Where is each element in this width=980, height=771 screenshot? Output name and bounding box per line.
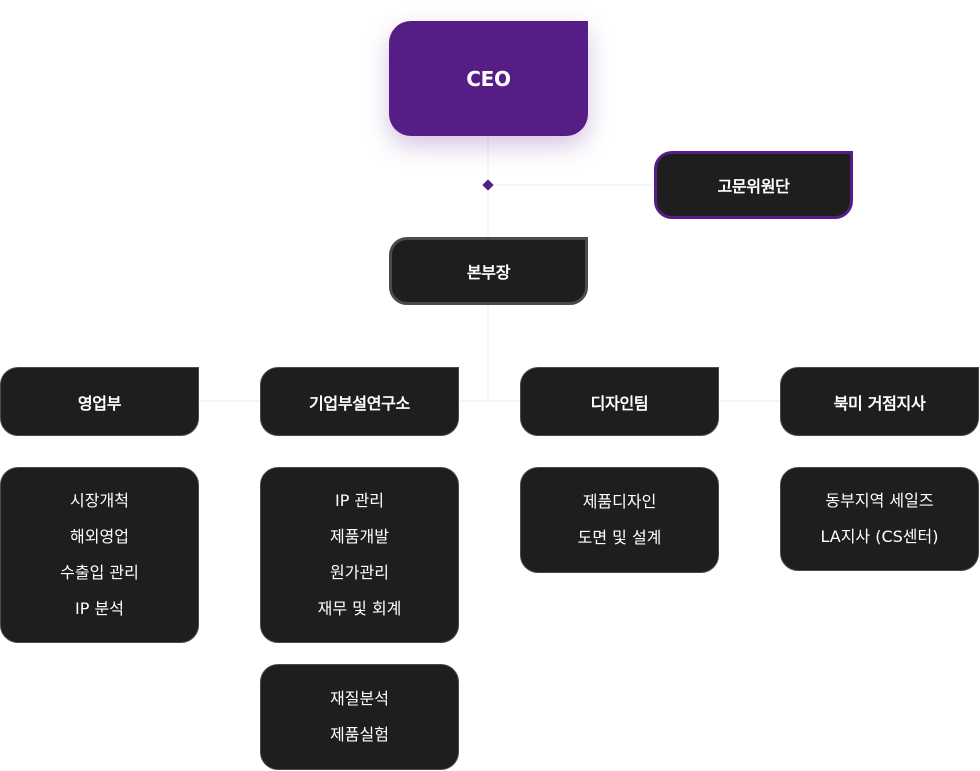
task-item: 도면 및 설계 bbox=[577, 528, 662, 547]
task-item: 제품실험 bbox=[330, 725, 389, 744]
task-item: 해외영업 bbox=[70, 527, 129, 546]
headquarters-box: 본부장 bbox=[389, 237, 588, 305]
headquarters-label: 본부장 bbox=[466, 263, 511, 282]
task-item: LA지사 (CS센터) bbox=[820, 527, 939, 546]
dept-na-branch-tasks: 동부지역 세일즈 LA지사 (CS센터) bbox=[780, 467, 979, 571]
dept-sales-label: 영업부 bbox=[77, 393, 122, 413]
dept-research-tasks: IP 관리 제품개발 원가관리 재무 및 회계 bbox=[260, 467, 459, 643]
task-item: 재질분석 bbox=[330, 689, 389, 708]
dept-na-branch-box: 북미 거점지사 bbox=[780, 367, 979, 436]
dept-design-label: 디자인팀 bbox=[590, 393, 649, 413]
dept-sales-box: 영업부 bbox=[0, 367, 199, 436]
dept-design-tasks: 제품디자인 도면 및 설계 bbox=[520, 467, 719, 573]
dept-na-branch-label: 북미 거점지사 bbox=[833, 393, 926, 413]
advisory-board-label: 고문위원단 bbox=[717, 177, 790, 196]
ceo-box: CEO bbox=[389, 21, 588, 136]
task-item: IP 분석 bbox=[75, 599, 124, 618]
task-item: 원가관리 bbox=[330, 563, 389, 582]
dept-research-extra-tasks: 재질분석 제품실험 bbox=[260, 664, 459, 770]
dept-sales-tasks: 시장개척 해외영업 수출입 관리 IP 분석 bbox=[0, 467, 199, 643]
task-item: 제품디자인 bbox=[582, 492, 657, 511]
dept-research-box: 기업부설연구소 bbox=[260, 367, 459, 436]
task-item: IP 관리 bbox=[335, 491, 384, 510]
task-item: 제품개발 bbox=[330, 527, 389, 546]
dept-research-label: 기업부설연구소 bbox=[309, 393, 410, 413]
dept-design-box: 디자인팀 bbox=[520, 367, 719, 436]
task-item: 시장개척 bbox=[70, 491, 129, 510]
task-item: 수출입 관리 bbox=[60, 563, 139, 582]
advisory-board-box: 고문위원단 bbox=[654, 151, 853, 219]
task-item: 재무 및 회계 bbox=[317, 599, 402, 618]
ceo-label: CEO bbox=[466, 66, 511, 91]
task-item: 동부지역 세일즈 bbox=[825, 491, 934, 510]
